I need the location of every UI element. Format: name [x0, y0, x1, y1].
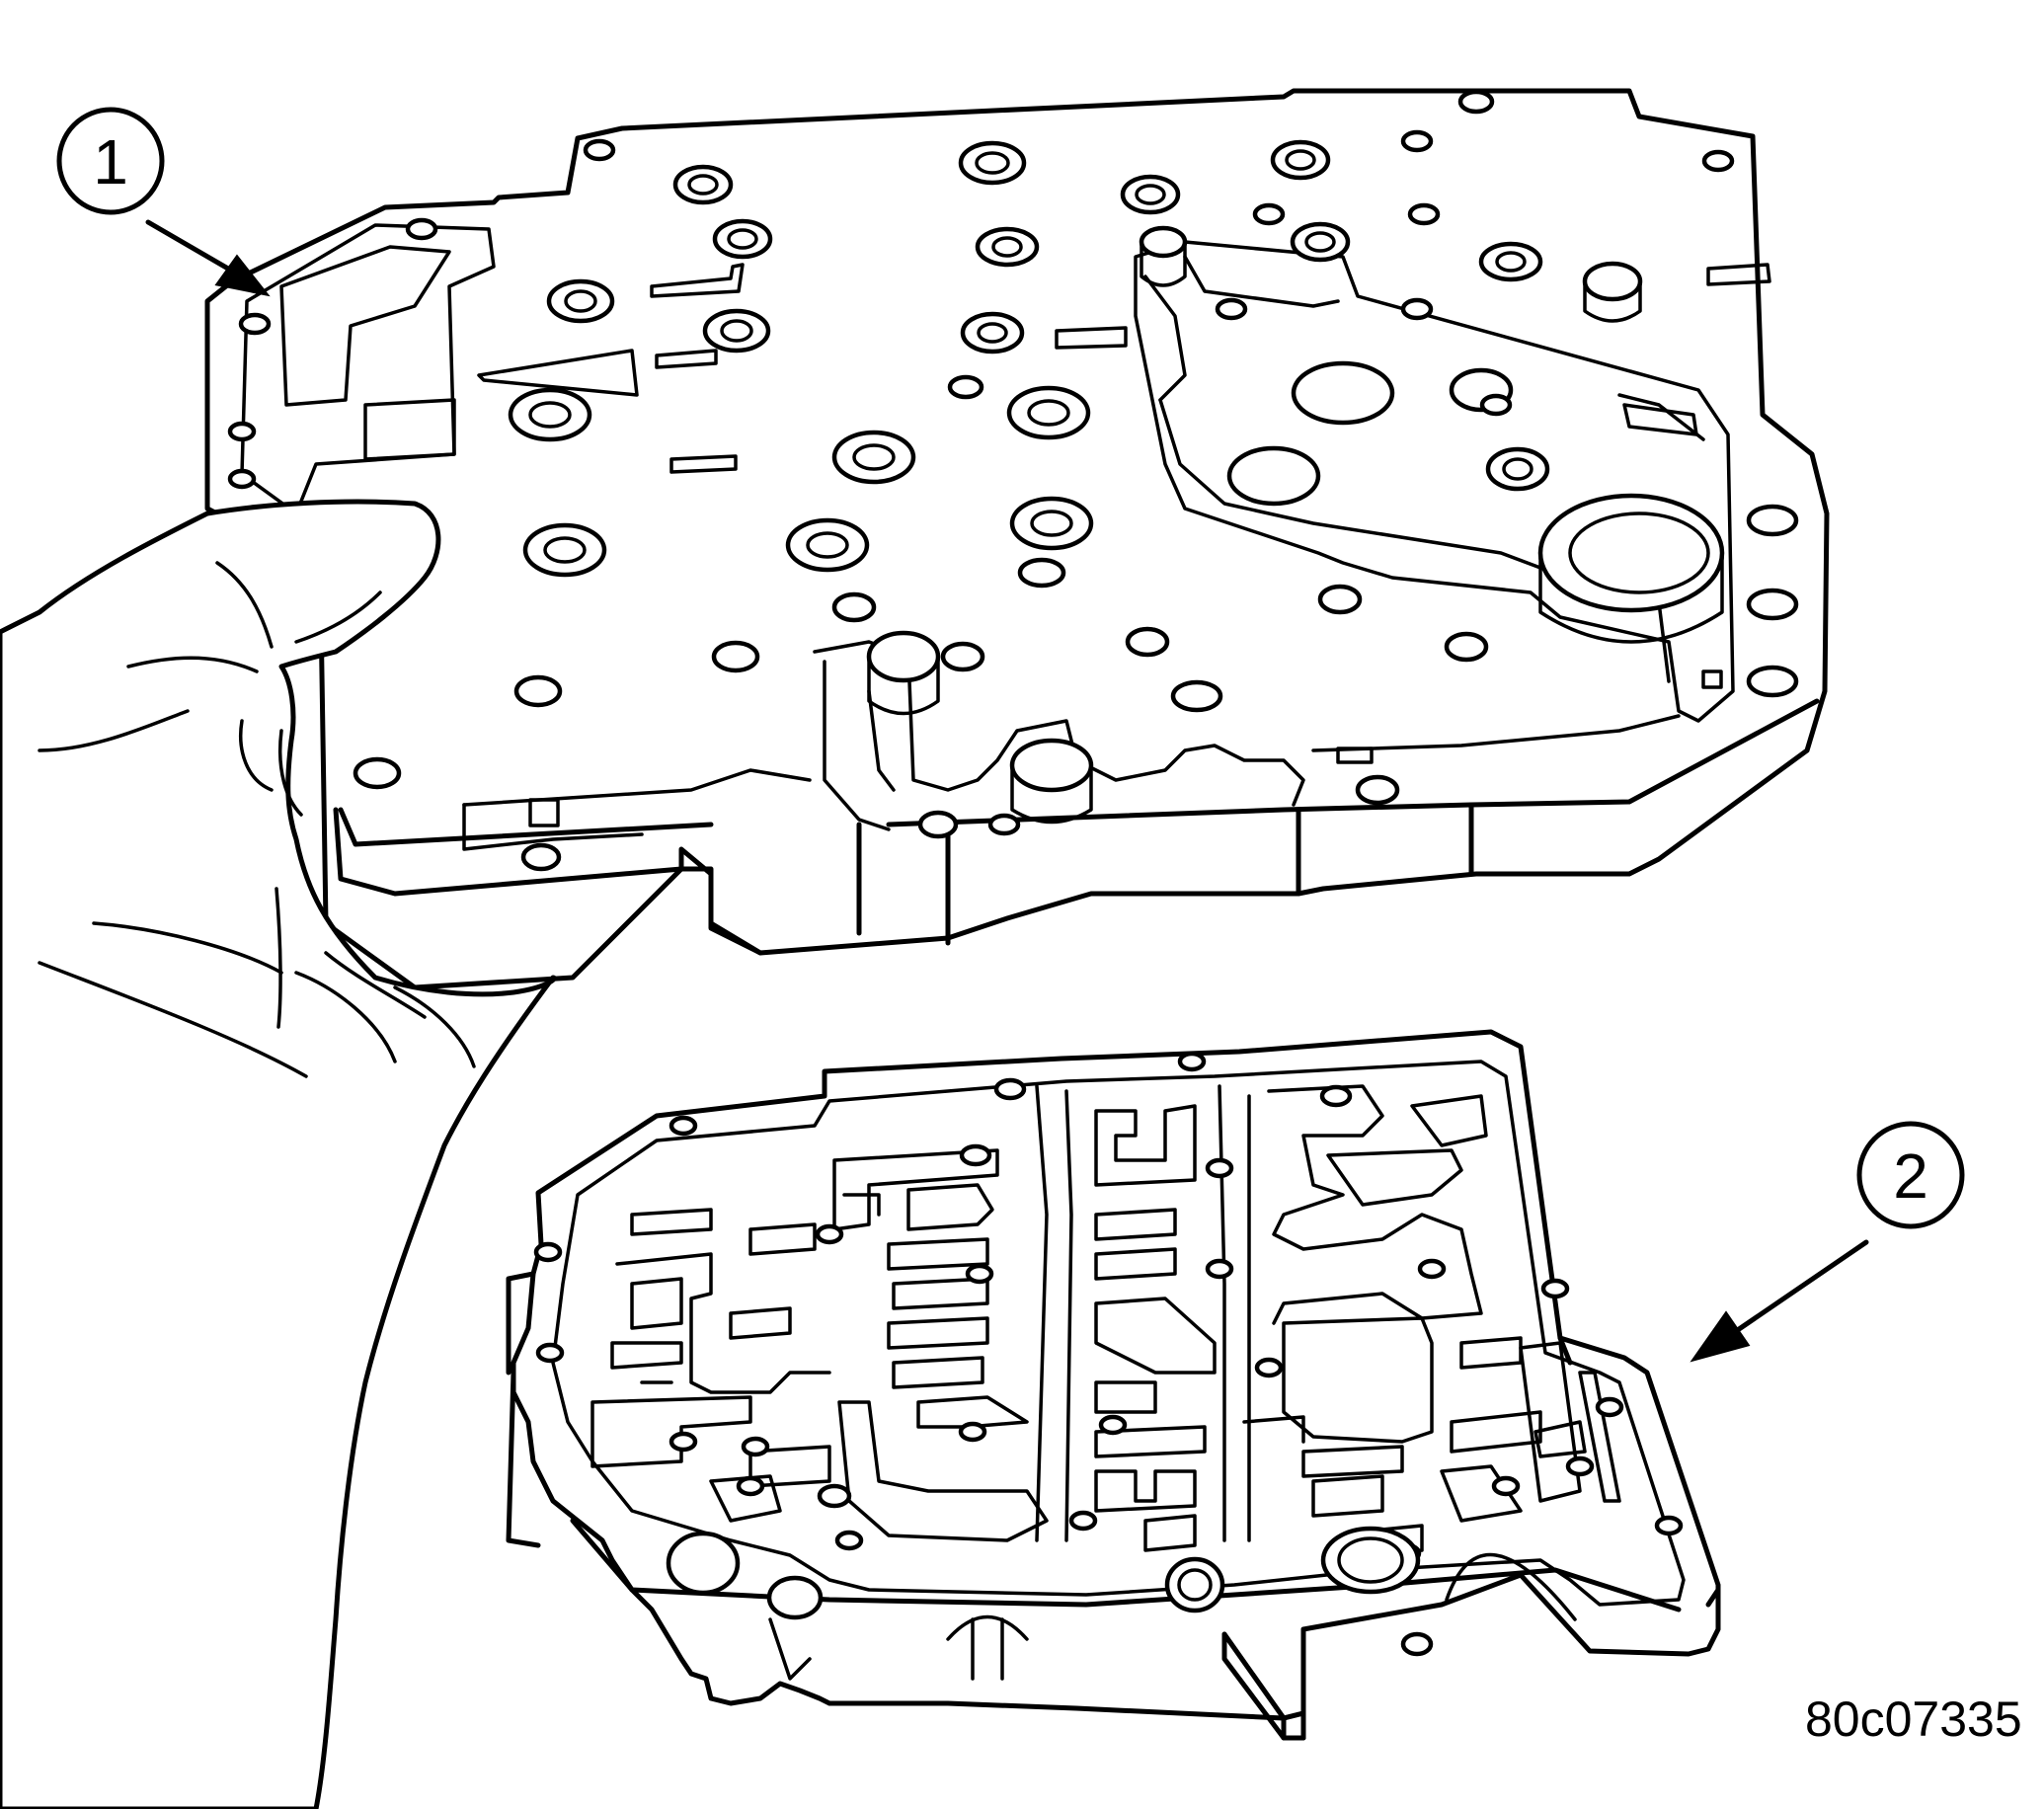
- upper-small-holes: [227, 89, 1799, 872]
- lower-channels: [590, 1084, 1621, 1557]
- callout-2: 2: [1856, 1121, 1965, 1229]
- callout-1: 1: [56, 107, 165, 215]
- upper-bore-large: [1537, 493, 1725, 644]
- leader-arrow-2: [1690, 1239, 1869, 1363]
- upper-boss-3: [866, 630, 941, 716]
- lower-front-bores: [666, 1526, 1577, 1681]
- upper-boss-2: [1582, 261, 1643, 323]
- hand-illustration: [0, 499, 557, 1809]
- figure-id: 80c07335: [1805, 1691, 2022, 1747]
- lower-valve-body: [506, 1029, 1721, 1741]
- callout-2-label: 2: [1893, 1140, 1928, 1212]
- callout-1-label: 1: [93, 126, 128, 197]
- upper-boss-4: [1009, 738, 1094, 825]
- upper-boss-1: [1139, 225, 1188, 287]
- upper-holes: [508, 139, 1550, 578]
- leader-arrow-1: [145, 219, 271, 297]
- upper-valve-body: [204, 88, 1830, 990]
